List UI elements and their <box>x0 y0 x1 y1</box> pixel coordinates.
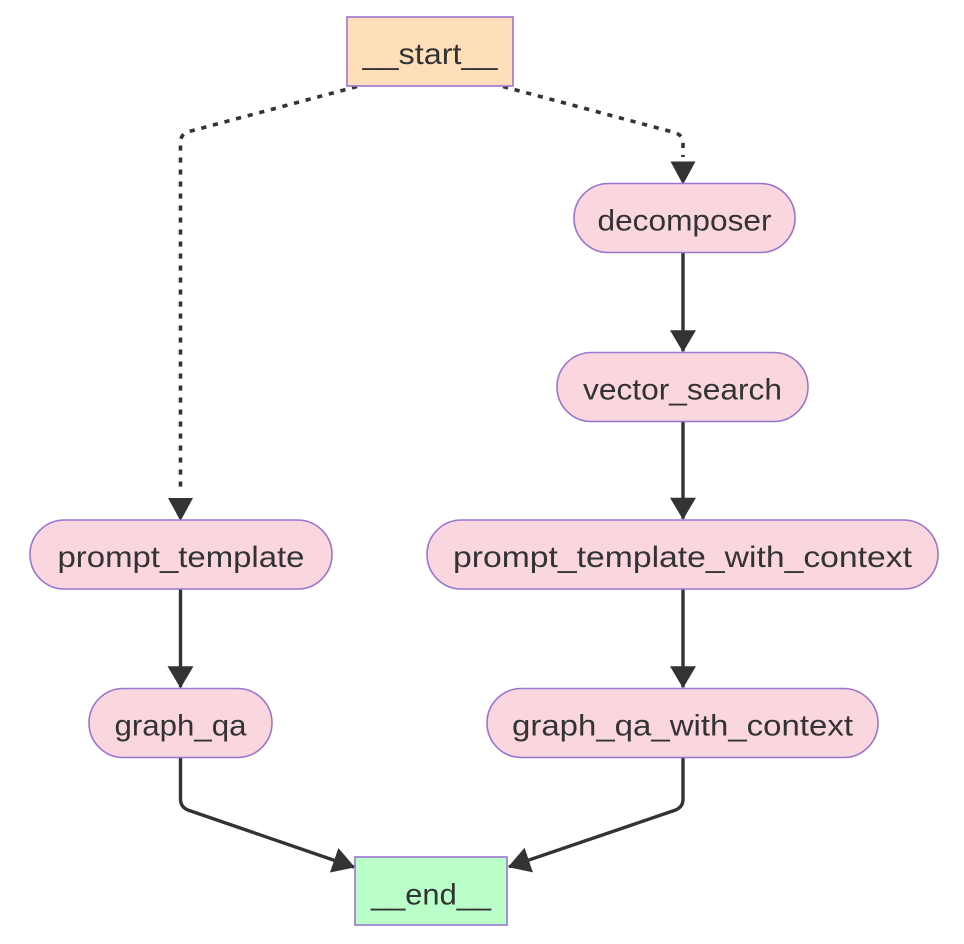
svg-text:prompt_template_with_context: prompt_template_with_context <box>453 541 913 574</box>
svg-text:__end__: __end__ <box>370 879 492 912</box>
svg-text:__start__: __start__ <box>361 38 498 71</box>
svg-text:graph_qa: graph_qa <box>115 710 247 743</box>
svg-text:decomposer: decomposer <box>598 205 772 238</box>
svg-text:prompt_template: prompt_template <box>58 541 305 574</box>
svg-text:graph_qa_with_context: graph_qa_with_context <box>512 710 854 743</box>
svg-text:vector_search: vector_search <box>583 374 782 407</box>
